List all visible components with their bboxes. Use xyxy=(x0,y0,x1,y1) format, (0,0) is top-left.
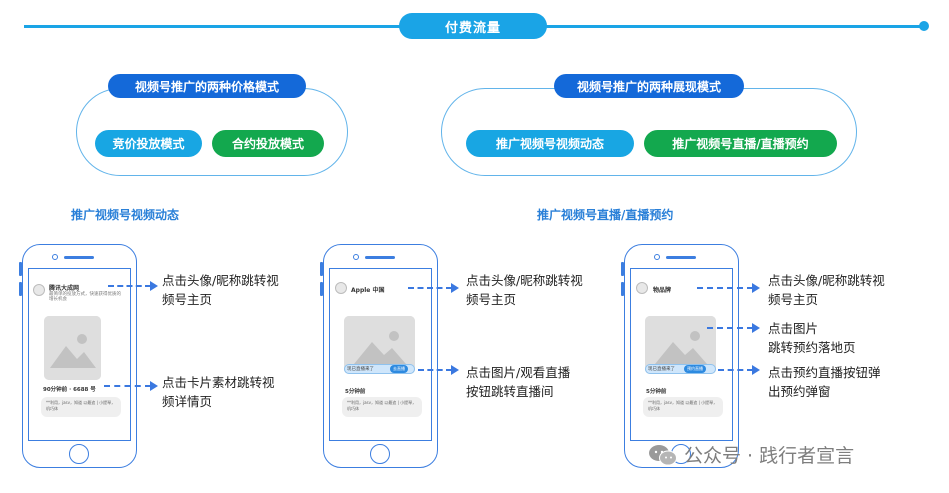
phone-speaker xyxy=(666,256,696,259)
caption-line: 频详情页 xyxy=(162,394,213,409)
phone-camera xyxy=(353,254,359,260)
caption-line: 点击图片/观看直播 xyxy=(466,365,571,380)
account-avatar[interactable] xyxy=(335,282,347,294)
caption-p1-card: 点击卡片素材跳转视 频详情页 xyxy=(162,373,275,411)
header-line-dot xyxy=(919,21,929,31)
wechat-icon xyxy=(649,444,677,465)
arrow-head xyxy=(752,283,760,293)
phone-home-button xyxy=(370,444,390,464)
watermark: 公众号 · 践行者宣言 xyxy=(648,441,854,468)
account-avatar[interactable] xyxy=(33,284,45,296)
post-meta: 5分钟前 xyxy=(646,389,667,395)
comment-box: **利用，jasv，知道 以最追 | 小提琴，机巧体 xyxy=(342,397,422,417)
arrow-avatar-to-homepage xyxy=(408,287,452,289)
arrow-head xyxy=(752,365,760,375)
caption-line: 点击卡片素材跳转视 xyxy=(162,375,275,390)
arrow-head xyxy=(150,381,158,391)
account-avatar[interactable] xyxy=(636,282,648,294)
account-name[interactable]: 物品牌 xyxy=(653,287,672,294)
phone-camera xyxy=(52,254,58,260)
phone-side-button xyxy=(320,282,323,296)
arrow-image-to-landing xyxy=(707,327,753,329)
phone-side-button xyxy=(621,282,624,296)
caption-line: 出预约弹窗 xyxy=(768,384,831,399)
arrow-head xyxy=(150,281,158,291)
section-title-live: 推广视频号直播/直播预约 xyxy=(537,208,674,222)
arrow-head xyxy=(451,365,459,375)
caption-line: 点击图片 xyxy=(768,321,819,336)
arrow-button-to-popup xyxy=(718,369,753,371)
live-info-bar xyxy=(645,364,716,374)
phone-speaker xyxy=(365,256,395,259)
phone-camera xyxy=(654,254,660,260)
post-media-card[interactable] xyxy=(44,316,101,380)
live-info-text: 现已直播来了 xyxy=(347,367,374,372)
watch-live-button[interactable]: 去直播 xyxy=(390,365,408,373)
caption-line: 点击头像/昵称跳转视 xyxy=(466,273,583,288)
phone-side-button xyxy=(19,262,22,276)
price-mode-title: 视频号推广的两种价格模式 xyxy=(108,74,306,98)
live-info-text: 现已直播来了 xyxy=(648,367,675,372)
image-placeholder-icon xyxy=(44,316,101,380)
caption-p2-avatar: 点击头像/昵称跳转视 频号主页 xyxy=(466,271,583,309)
phone-side-button xyxy=(320,262,323,276)
section-title-video: 推广视频号视频动态 xyxy=(71,208,180,222)
arrow-card-to-detail xyxy=(104,385,151,387)
header-title: 付费流量 xyxy=(399,13,547,39)
reserve-live-button[interactable]: 预约直播 xyxy=(684,365,706,373)
phone-home-button xyxy=(69,444,89,464)
caption-p1-avatar: 点击头像/昵称跳转视 频号主页 xyxy=(162,271,279,309)
caption-line: 频号主页 xyxy=(466,292,517,307)
caption-line: 跳转预约落地页 xyxy=(768,340,856,355)
caption-p3-avatar: 点击头像/昵称跳转视 频号主页 xyxy=(768,271,885,309)
phone-side-button xyxy=(621,262,624,276)
caption-line: 点击预约直播按钮弹 xyxy=(768,365,881,380)
promote-live-chip: 推广视频号直播/直播预约 xyxy=(644,130,837,157)
phone-side-button xyxy=(19,282,22,296)
comment-box: **利用，jasv，知道 以最追 | 小提琴，机巧体 xyxy=(643,397,723,417)
bidding-mode-chip: 竞价投放模式 xyxy=(95,130,202,157)
account-name[interactable]: 腾讯大成网 xyxy=(49,285,80,292)
caption-p3-button: 点击预约直播按钮弹 出预约弹窗 xyxy=(768,363,881,401)
watermark-text: 公众号 · 践行者宣言 xyxy=(684,445,855,467)
arrow-image-to-liveroom xyxy=(418,369,452,371)
caption-line: 按钮跳转直播间 xyxy=(466,384,554,399)
caption-line: 点击头像/昵称跳转视 xyxy=(768,273,885,288)
arrow-avatar-to-homepage xyxy=(697,287,753,289)
caption-line: 频号主页 xyxy=(162,292,213,307)
display-mode-title: 视频号推广的两种展现模式 xyxy=(554,74,744,98)
caption-line: 点击头像/昵称跳转视 xyxy=(162,273,279,288)
caption-p2-image: 点击图片/观看直播 按钮跳转直播间 xyxy=(466,363,570,401)
phone-speaker xyxy=(64,256,94,259)
live-info-bar xyxy=(344,364,415,374)
contract-mode-chip: 合约投放模式 xyxy=(212,130,324,157)
arrow-head xyxy=(451,283,459,293)
promote-video-chip: 推广视频号视频动态 xyxy=(466,130,634,157)
account-name[interactable]: Apple 中国 xyxy=(351,287,385,294)
caption-p3-image: 点击图片 跳转预约落地页 xyxy=(768,319,856,357)
post-description: 最简单的投放方式，快速获得优质的增长机会 xyxy=(49,292,121,303)
comment-box: **利用，jasv，知道 以最追 | 小提琴，机巧体 xyxy=(41,397,121,417)
post-meta: 90分钟前 · 6688 号 xyxy=(43,387,96,393)
caption-line: 频号主页 xyxy=(768,292,819,307)
arrow-avatar-to-homepage xyxy=(108,285,151,287)
post-meta: 5分钟前 xyxy=(345,389,366,395)
arrow-head xyxy=(752,323,760,333)
